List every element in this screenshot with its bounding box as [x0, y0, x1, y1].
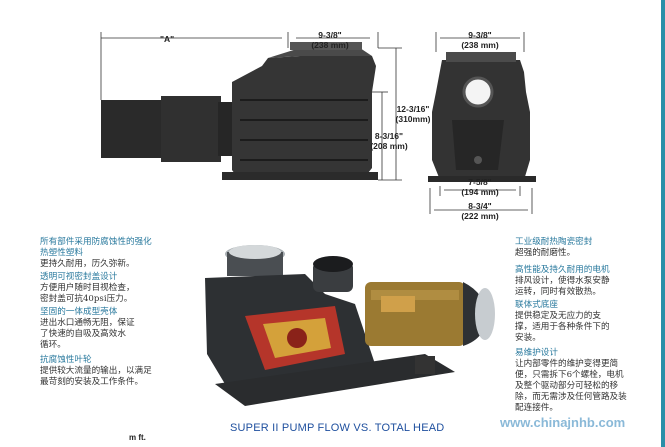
end-width-label: 9-3/8"(238 mm) — [461, 30, 499, 50]
feature-body: 更持久耐用，历久弥新。 — [40, 259, 135, 269]
feature-body: 密封盖可抗40psi压力。 — [40, 294, 133, 304]
feature-body: 循环。 — [40, 340, 66, 350]
feature-heading: 高性能及持久耐用的电机 — [515, 265, 610, 275]
feature-heading: 热塑性塑料 — [40, 248, 83, 258]
pump-cutaway-image — [205, 245, 495, 406]
feature-right-2: 高性能及持久耐用的电机 排风设计，使得水泵安静 运转，同时有效散热。 — [515, 265, 610, 298]
feature-body: 最苛刻的安装及工作条件。 — [40, 377, 144, 387]
feature-left-3: 坚固的一体成型壳体 进出水口通畅无阻，保证 了快速的自吸及高效水 循环。 — [40, 307, 135, 351]
feature-body: 提供较大流量的输出，以满足 — [40, 366, 152, 376]
pump-dimension-drawing — [100, 32, 536, 214]
dimension-width-label: 9-3/8"(238 mm) — [311, 30, 349, 50]
dimension-a-label: "A" — [160, 34, 175, 44]
base-inner-label: 7-5/8"(194 mm) — [461, 177, 499, 197]
feature-heading: 抗腐蚀性叶轮 — [40, 355, 92, 365]
inlet-port-end-view — [462, 76, 494, 108]
feature-body: 安装。 — [515, 333, 541, 343]
pump-housing-side — [232, 56, 376, 178]
feature-heading: 工业级耐热陶瓷密封 — [515, 237, 593, 247]
feature-heading: 联体式底座 — [515, 300, 558, 310]
feature-heading: 透明可视密封盖设计 — [40, 272, 118, 282]
feature-body: 了快速的自吸及高效水 — [40, 329, 126, 339]
feature-left-4: 抗腐蚀性叶轮 提供较大流量的输出，以满足 最苛刻的安装及工作条件。 — [40, 355, 152, 388]
feature-body: 方便用户随时目视检查， — [40, 283, 135, 293]
feature-body: 及整个驱动部分可轻松的移 — [515, 381, 619, 391]
watermark: www.chinajnhb.com — [500, 415, 626, 430]
feature-body: 提供稳定及无应力的支 — [515, 311, 601, 321]
dimension-height-label: 12-3/16"(310mm) — [395, 104, 431, 124]
feature-right-1: 工业级耐热陶瓷密封 超强的耐磨性。 — [515, 237, 592, 259]
side-accent-bar — [661, 0, 665, 447]
base-outer-label: 8-3/4"(222 mm) — [461, 201, 499, 221]
feature-body: 便，只需拆下6个螺栓，电机 — [515, 370, 624, 380]
feature-body: 超强的耐磨性。 — [515, 248, 576, 258]
feature-left-1: 所有部件采用防腐蚀性的强化 热塑性塑料 更持久耐用，历久弥新。 — [40, 237, 152, 270]
feature-body: 排风设计，使得水泵安静 — [515, 276, 610, 286]
feature-heading: 易维护设计 — [515, 348, 558, 358]
axis-unit-label: m ft. — [129, 433, 146, 442]
feature-left-2: 透明可视密封盖设计 方便用户随时目视检查， 密封盖可抗40psi压力。 — [40, 272, 135, 305]
flow-chart-title: SUPER II PUMP FLOW VS. TOTAL HEAD — [230, 422, 445, 434]
feature-body: 让内部零件的维护变得更简 — [515, 359, 619, 369]
feature-heading: 所有部件采用防腐蚀性的强化 — [40, 237, 152, 247]
feature-body: 运转，同时有效散热。 — [515, 287, 601, 297]
feature-right-4: 易维护设计 让内部零件的维护变得更简 便，只需拆下6个螺栓，电机 及整个驱动部分… — [515, 348, 627, 414]
motor-body-side — [101, 100, 161, 158]
feature-body: 撑，适用于各种条件下的 — [515, 322, 610, 332]
feature-body: 除，而无需涉及任何管路及装 — [515, 392, 627, 402]
feature-body: 配连接件。 — [515, 403, 558, 413]
feature-body: 进出水口通畅无阻，保证 — [40, 318, 135, 328]
dimension-inlet-label: 8-3/16"(208 mm) — [370, 131, 408, 151]
feature-right-3: 联体式底座 提供稳定及无应力的支 撑，适用于各种条件下的 安装。 — [515, 300, 610, 344]
feature-heading: 坚固的一体成型壳体 — [40, 307, 118, 317]
